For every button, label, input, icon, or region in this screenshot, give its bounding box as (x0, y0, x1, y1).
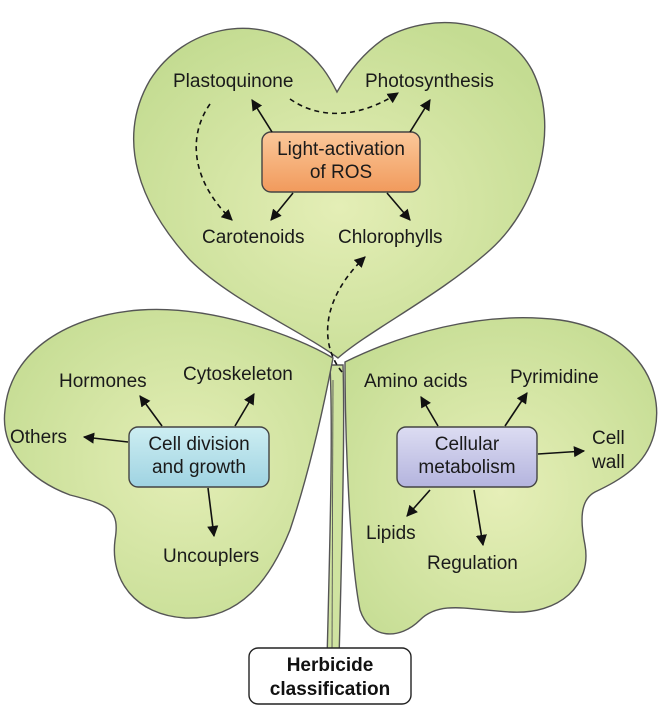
label-pyrimidine: Pyrimidine (510, 367, 599, 388)
label-regulation: Regulation (427, 553, 518, 574)
cell-division-line2: and growth (152, 457, 246, 478)
label-carotenoids: Carotenoids (202, 227, 304, 248)
arrow-to-lipids (406, 489, 431, 517)
arrow-to-hormones (139, 395, 163, 427)
label-others: Others (10, 427, 67, 448)
herbicide-classification-node: Herbicide classification (248, 647, 412, 705)
cellular-metabolism-line2: metabolism (418, 457, 515, 478)
arrow-to-pyrimidine (504, 392, 528, 427)
label-chlorophylls: Chlorophylls (338, 227, 443, 248)
label-photosynthesis: Photosynthesis (365, 71, 494, 92)
label-amino-acids: Amino acids (364, 371, 468, 392)
light-activation-node: Light-activation of ROS (261, 131, 421, 193)
cell-division-line1: Cell division (148, 434, 249, 455)
root-line2: classification (270, 679, 390, 700)
arrow-to-amino-acids (420, 396, 439, 427)
arrow-to-others (82, 432, 129, 444)
arrow-to-plastoquinone (251, 99, 273, 133)
label-cell-wall-line2: wall (591, 452, 625, 473)
label-cell-wall-line1: Cell (592, 428, 625, 449)
arrow-to-chlorophylls (386, 192, 411, 221)
label-cytoskeleton: Cytoskeleton (183, 364, 293, 385)
arrow-to-uncouplers (207, 487, 219, 538)
arrow-to-regulation (473, 489, 487, 547)
light-activation-line2: of ROS (310, 162, 372, 183)
arrow-to-photosynthesis (409, 99, 431, 133)
label-uncouplers: Uncouplers (163, 546, 259, 567)
dashed-stem-to-chlorophylls (326, 256, 366, 373)
root-line1: Herbicide (287, 655, 374, 676)
light-activation-line1: Light-activation (277, 139, 405, 160)
arrow-to-carotenoids (270, 192, 294, 221)
label-hormones: Hormones (59, 371, 147, 392)
stem (326, 364, 345, 661)
label-plastoquinone: Plastoquinone (173, 71, 293, 92)
label-lipids: Lipids (366, 523, 416, 544)
cellular-metabolism-line1: Cellular (435, 434, 500, 455)
cell-division-node: Cell division and growth (128, 426, 270, 488)
dashed-plastoquinone-to-photosynthesis (289, 92, 399, 115)
dashed-plastoquinone-to-carotenoids (195, 103, 233, 221)
arrow-to-cytoskeleton (234, 393, 255, 427)
arrow-to-cell-wall (537, 446, 586, 458)
cellular-metabolism-node: Cellular metabolism (396, 426, 538, 488)
